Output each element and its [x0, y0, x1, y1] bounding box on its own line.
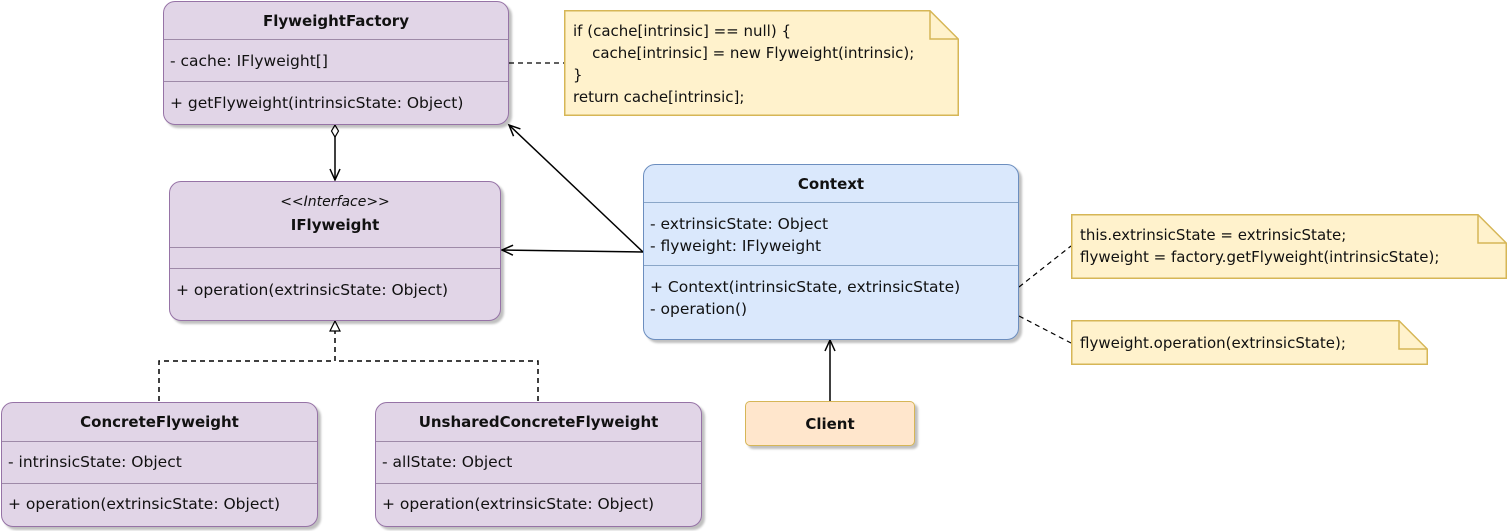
note-line: cache[intrinsic] = new Flyweight(intrins… [573, 44, 915, 62]
class-header: Context [644, 165, 1018, 203]
divider [2, 483, 317, 484]
context-class[interactable]: Context - extrinsicState: Object - flywe… [643, 164, 1019, 340]
class-name: IFlyweight [290, 216, 380, 234]
divider [644, 202, 1018, 203]
divider [644, 265, 1018, 266]
divider [164, 39, 508, 40]
flyweight-factory-class[interactable]: FlyweightFactory - cache: IFlyweight[] +… [163, 1, 509, 125]
class-name: UnsharedConcreteFlyweight [418, 413, 659, 431]
class-method: + operation(extrinsicState: Object) [8, 495, 281, 513]
note-shape [1071, 214, 1507, 279]
operation-note[interactable]: flyweight.operation(extrinsicState); [1071, 320, 1428, 365]
concrete-flyweight-class[interactable]: ConcreteFlyweight - intrinsicState: Obje… [1, 402, 318, 527]
class-attribute: - extrinsicState: Object [650, 215, 829, 233]
class-attribute: - allState: Object [382, 453, 513, 471]
class-method: + operation(extrinsicState: Object) [176, 281, 449, 299]
divider [2, 441, 317, 442]
class-method: + Context(intrinsicState, extrinsicState… [650, 278, 961, 296]
class-attribute: - intrinsicState: Object [8, 453, 182, 471]
note-shape [1071, 320, 1428, 365]
class-method: - operation() [650, 300, 748, 318]
class-name: ConcreteFlyweight [80, 413, 239, 431]
realization-concrete [158, 319, 341, 401]
cache-note[interactable]: if (cache[intrinsic] == null) { cache[in… [564, 10, 959, 116]
class-method: + getFlyweight(intrinsicState: Object) [170, 94, 464, 112]
note-line: flyweight.operation(extrinsicState); [1080, 334, 1346, 352]
class-header: ConcreteFlyweight [2, 403, 317, 441]
class-name: FlyweightFactory [263, 12, 409, 30]
client-class[interactable]: Client [745, 401, 915, 446]
class-header: <<Interface>> IFlyweight [170, 182, 500, 246]
note-link-constructor [1018, 245, 1072, 288]
divider [376, 441, 701, 442]
note-line: this.extrinsicState = extrinsicState; [1080, 226, 1347, 244]
realization-unshared [335, 360, 539, 401]
class-method: + operation(extrinsicState: Object) [382, 495, 655, 513]
divider [170, 268, 500, 269]
note-line: if (cache[intrinsic] == null) { [573, 22, 792, 40]
note-line: flyweight = factory.getFlyweight(intrins… [1080, 248, 1440, 266]
class-attribute: - cache: IFlyweight[] [170, 52, 328, 70]
interface-stereotype: <<Interface>> [280, 194, 390, 210]
class-attribute: - flyweight: IFlyweight [650, 237, 822, 255]
class-header: FlyweightFactory [164, 2, 508, 40]
divider [170, 247, 500, 248]
class-name: Context [797, 175, 865, 193]
note-line: return cache[intrinsic]; [573, 88, 745, 106]
divider [376, 483, 701, 484]
association-context-factory [507, 123, 644, 253]
association-context-iflyweight [500, 244, 644, 256]
note-line: } [573, 66, 583, 84]
divider [164, 81, 508, 82]
constructor-note[interactable]: this.extrinsicState = extrinsicState; fly… [1071, 214, 1507, 279]
class-name: Client [805, 414, 855, 433]
note-link-operation [1018, 315, 1072, 344]
note-shape [564, 10, 959, 116]
class-header: UnsharedConcreteFlyweight [376, 403, 701, 441]
iflyweight-interface[interactable]: <<Interface>> IFlyweight + operation(ext… [169, 181, 501, 321]
unshared-concrete-flyweight-class[interactable]: UnsharedConcreteFlyweight - allState: Ob… [375, 402, 702, 527]
